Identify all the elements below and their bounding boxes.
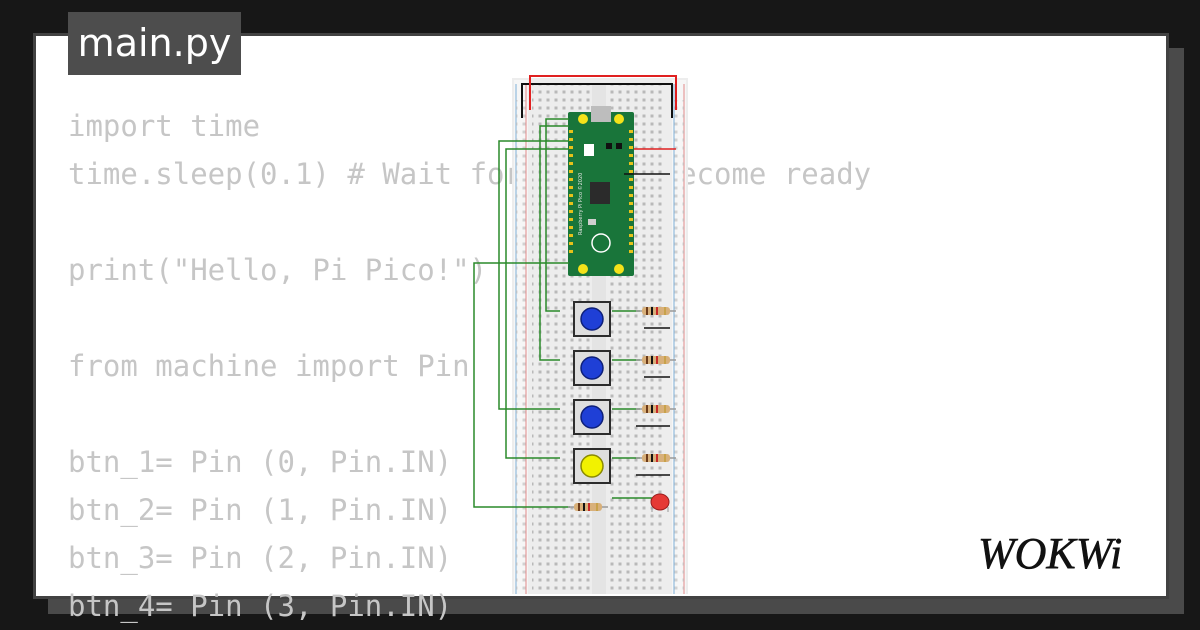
push-button-1[interactable] [573,301,611,337]
code-editor[interactable]: import time time.sleep(0.1) # Wait for U… [68,106,1068,623]
code-line: from machine import Pin [68,349,470,383]
code-line: print("Hello, Pi Pico!") [68,253,488,287]
board-label: Raspberry Pi Pico ©2020 [577,173,584,235]
code-line: import time [68,109,261,143]
push-button-2[interactable] [573,350,611,386]
resistor [568,503,608,511]
ground-wires [636,327,670,476]
button-cap [580,307,604,331]
push-button-3[interactable] [573,399,611,435]
push-button-4[interactable] [573,448,611,484]
button-cap [580,454,604,478]
signal-wires [473,118,652,508]
code-line: btn_1= Pin (0, Pin.IN) [68,445,453,479]
power-wires [521,75,677,118]
led[interactable] [650,493,670,512]
code-line: btn_3= Pin (2, Pin.IN) [68,541,453,575]
resistor [636,307,676,315]
wokwi-logo: WOKWi [978,529,1123,579]
code-line: btn_2= Pin (1, Pin.IN) [68,493,453,527]
logo-text: WOKWi [978,529,1122,578]
pico-short-wires [624,148,676,175]
file-tab[interactable]: main.py [68,12,241,75]
resistor [636,356,676,364]
resistor [636,454,676,462]
button-cap [580,405,604,429]
code-line: btn_4= Pin (3, Pin.IN) [68,589,453,623]
button-cap [580,356,604,380]
pico-board: Raspberry Pi Pico ©2020 [568,106,634,276]
resistor [636,405,676,413]
